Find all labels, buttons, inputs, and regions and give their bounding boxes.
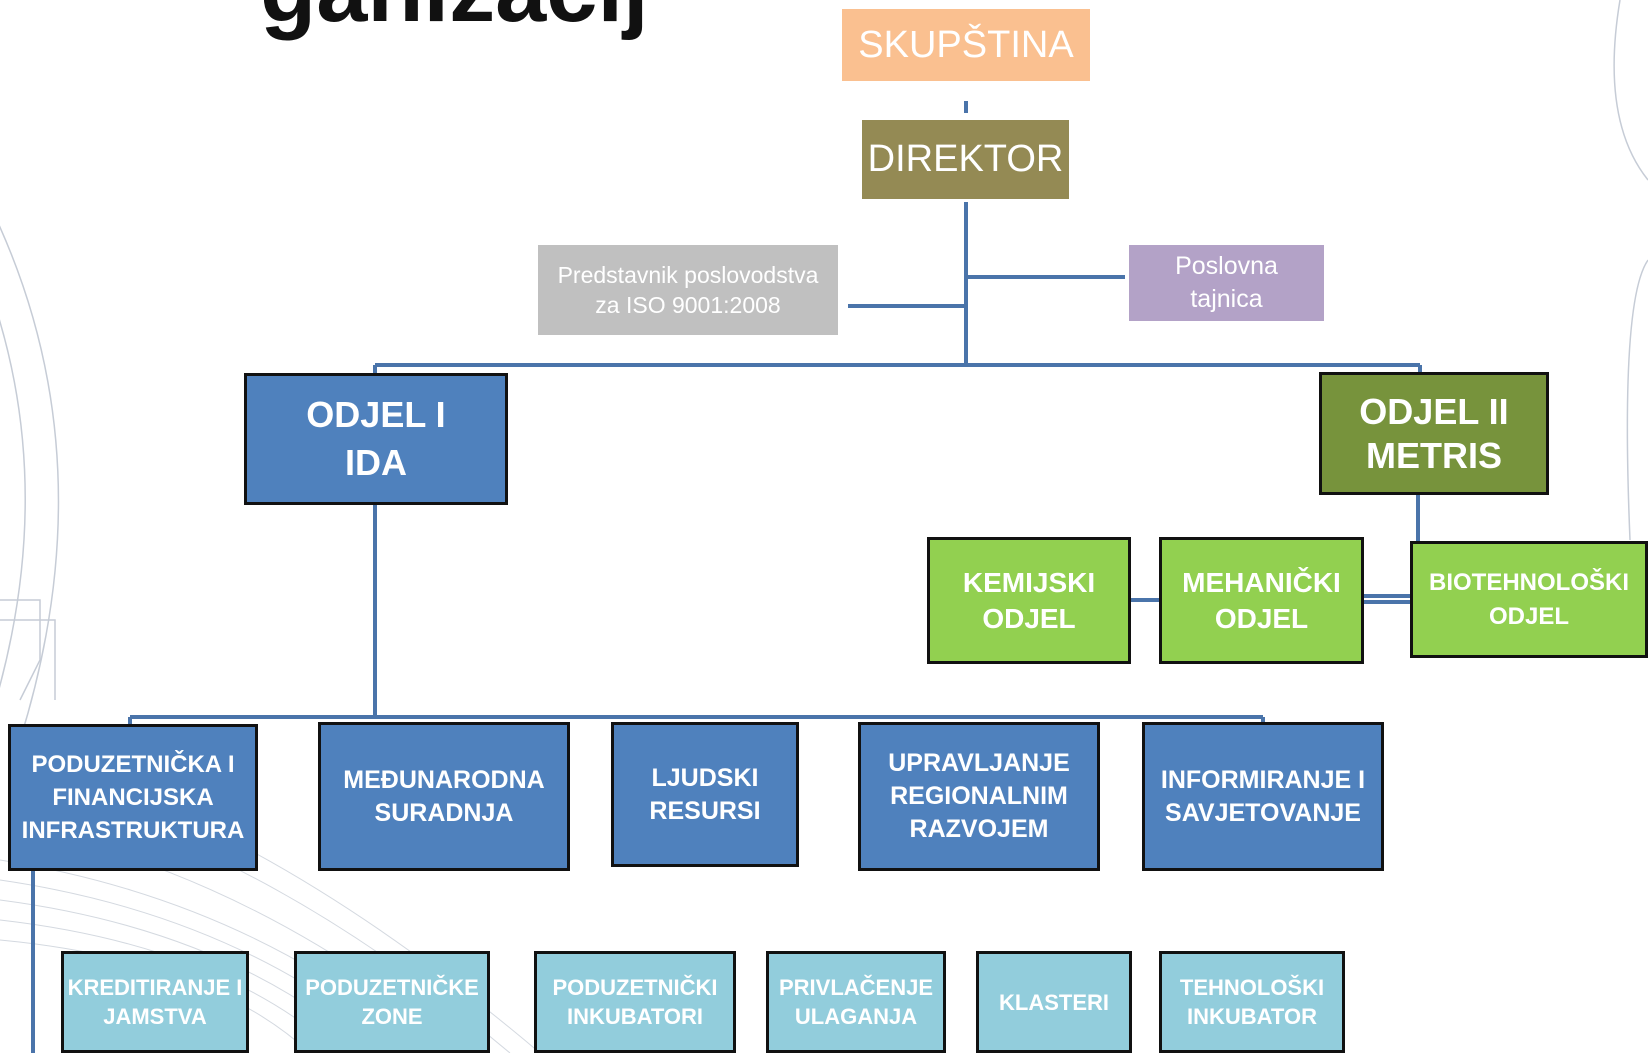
- metris-unit-kemijski: KEMIJSKI ODJEL: [927, 537, 1131, 664]
- infra-unit-label: KLASTERI: [999, 989, 1109, 1015]
- page-title-fragment: ganizacij: [260, 0, 649, 43]
- infra-unit-label: TEHNOLOŠKI INKUBATOR: [1179, 975, 1325, 1029]
- secretary-box: Poslovna tajnica: [1129, 245, 1324, 321]
- ida-unit-upravljanje: UPRAVLJANJE REGIONALNIM RAZVOJEM: [858, 722, 1100, 871]
- ida-unit-informiranje: INFORMIRANJE I SAVJETOVANJE: [1142, 722, 1384, 871]
- ida-unit-label: INFORMIRANJE I SAVJETOVANJE: [1160, 765, 1366, 827]
- ida-unit-ljudski: LJUDSKI RESURSI: [611, 722, 799, 867]
- infra-unit-ulaganja: PRIVLAČENJE ULAGANJA: [766, 951, 946, 1053]
- ida-unit-medunarodna: MEĐUNARODNA SURADNJA: [318, 722, 570, 871]
- ida-unit-label: UPRAVLJANJE REGIONALNIM RAZVOJEM: [888, 749, 1070, 843]
- ida-unit-label: LJUDSKI RESURSI: [649, 763, 761, 825]
- iso-representative-label: Predstavnik poslovodstva za ISO 9001:200…: [557, 262, 819, 318]
- infra-unit-label: PRIVLAČENJE ULAGANJA: [778, 975, 934, 1029]
- infra-unit-label: PODUZETNIČKI INKUBATORI: [552, 975, 718, 1029]
- department-ida-box: ODJEL I IDA: [244, 373, 508, 505]
- assembly-box: SKUPŠTINA: [842, 9, 1090, 81]
- ida-unit-infrastruktura: PODUZETNIČKA I FINANCIJSKA INFRASTRUKTUR…: [8, 724, 258, 871]
- department-metris-label: ODJEL II METRIS: [1359, 390, 1509, 476]
- infra-unit-inkubatori: PODUZETNIČKI INKUBATORI: [534, 951, 736, 1053]
- metris-unit-label: KEMIJSKI ODJEL: [962, 566, 1096, 634]
- infra-unit-klasteri: KLASTERI: [976, 951, 1132, 1053]
- director-box: DIREKTOR: [862, 120, 1069, 199]
- metris-unit-biotehnoloski: BIOTEHNOLOŠKI ODJEL: [1410, 541, 1648, 658]
- infra-unit-zone: PODUZETNIČKE ZONE: [294, 951, 490, 1053]
- director-label: DIREKTOR: [867, 138, 1064, 180]
- infra-unit-label: KREDITIRANJE I JAMSTVA: [67, 975, 243, 1029]
- infra-unit-kreditiranje: KREDITIRANJE I JAMSTVA: [61, 951, 249, 1053]
- assembly-label: SKUPŠTINA: [858, 23, 1074, 66]
- metris-unit-mehanicki: MEHANIČKI ODJEL: [1159, 537, 1364, 664]
- department-ida-label: ODJEL I IDA: [306, 394, 446, 483]
- metris-unit-label: MEHANIČKI ODJEL: [1182, 566, 1341, 634]
- department-metris-box: ODJEL II METRIS: [1319, 372, 1549, 495]
- secretary-label: Poslovna tajnica: [1175, 252, 1278, 313]
- infra-unit-tehnoloski: TEHNOLOŠKI INKUBATOR: [1159, 951, 1345, 1053]
- infra-unit-label: PODUZETNIČKE ZONE: [305, 975, 479, 1029]
- iso-representative-box: Predstavnik poslovodstva za ISO 9001:200…: [538, 245, 838, 335]
- ida-unit-label: MEĐUNARODNA SURADNJA: [343, 765, 545, 827]
- metris-unit-label: BIOTEHNOLOŠKI ODJEL: [1428, 568, 1629, 630]
- ida-unit-label: PODUZETNIČKA I FINANCIJSKA INFRASTRUKTUR…: [21, 751, 245, 844]
